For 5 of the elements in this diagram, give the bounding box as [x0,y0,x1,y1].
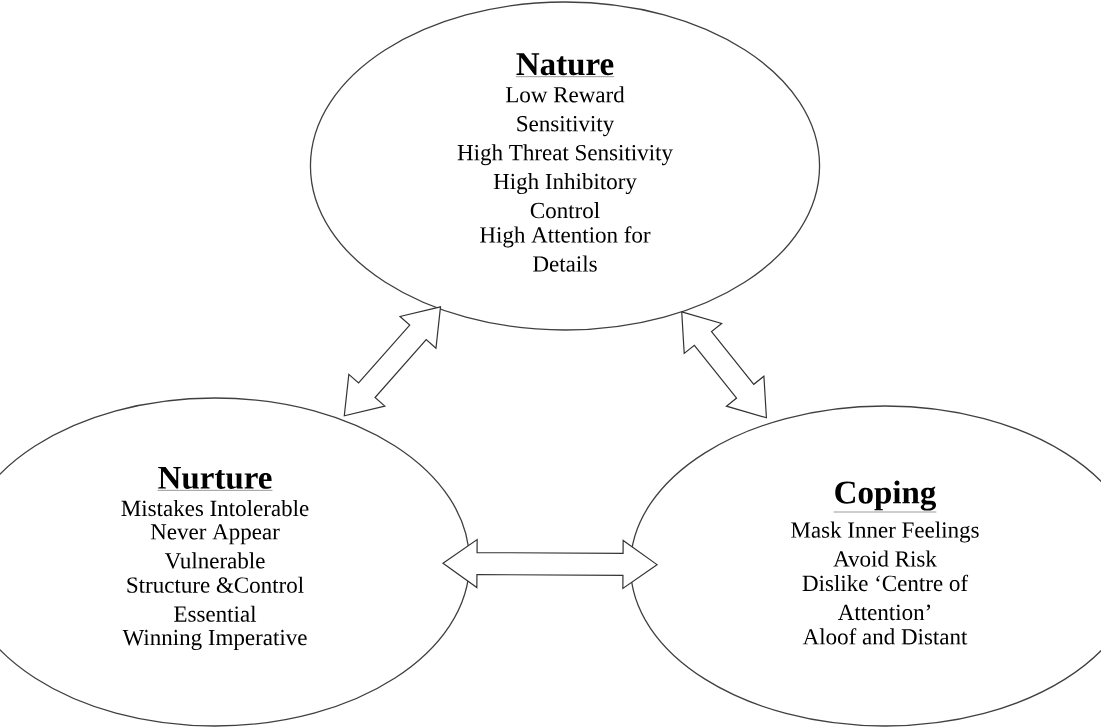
ellipse-node: Coping Mask Inner Feelings Avoid Risk Dislike ‘Centre of Attention’ Aloof and Distant [629,405,1101,727]
ellipse-node: Nurture Mistakes Intolerable Never Appear Vulnerable Structure &Control Essential Winning Imperative [0,397,471,727]
double-arrow [343,306,442,417]
double-arrow [681,311,768,419]
ellipse-node: Nature Low Reward Sensitivity High Threat Sensitivity High Inhibitory Control High Attention for Details [309,1,821,331]
